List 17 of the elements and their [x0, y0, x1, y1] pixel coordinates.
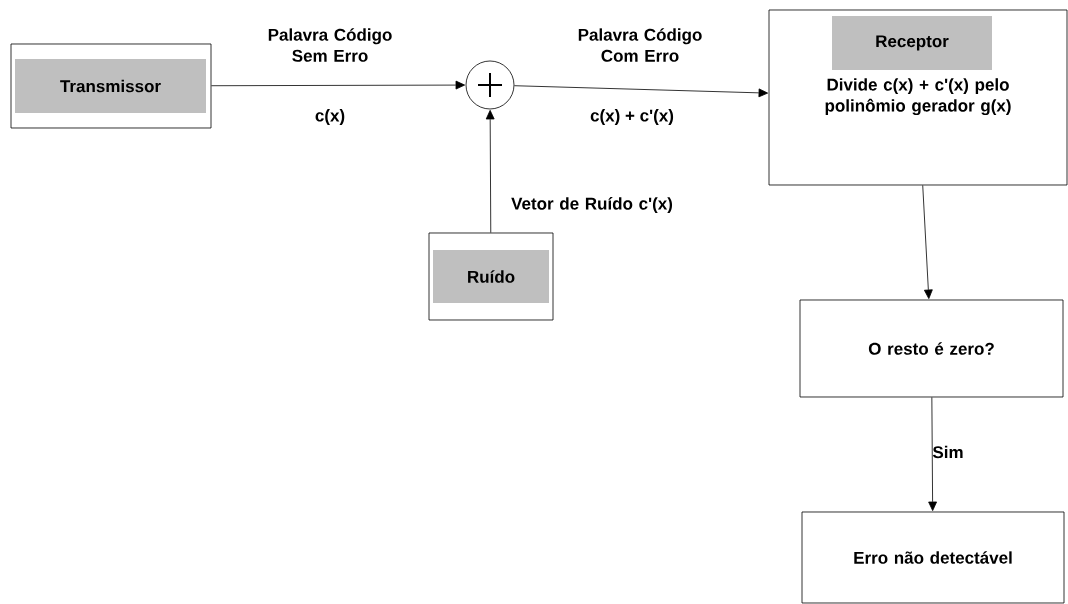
arrow [485, 109, 495, 233]
edge-label: Vetor de Ruído c'(x) [511, 197, 673, 213]
process-box: O resto é zero? [799, 299, 1064, 398]
process-box: Erro não detectável [801, 511, 1065, 604]
signal-label: c(x) [315, 109, 345, 125]
edge-label: Palavra Código Sem Erro [268, 28, 392, 62]
signal-label: c(x) + c'(x) [590, 109, 674, 125]
edge-label: Palavra Código Com Erro [578, 28, 702, 62]
process-box: Transmissor [10, 43, 212, 129]
arrow [514, 85, 769, 98]
arrow [211, 80, 466, 90]
adder-circle [465, 60, 515, 110]
arrow [928, 397, 937, 511]
process-box: Ruído [428, 232, 554, 321]
edge-label: Sim [932, 445, 963, 459]
process-box: Receptor Divide c(x) + c'(x) pelo polinômio gerador g(x) [768, 9, 1068, 186]
arrow [922, 185, 933, 299]
